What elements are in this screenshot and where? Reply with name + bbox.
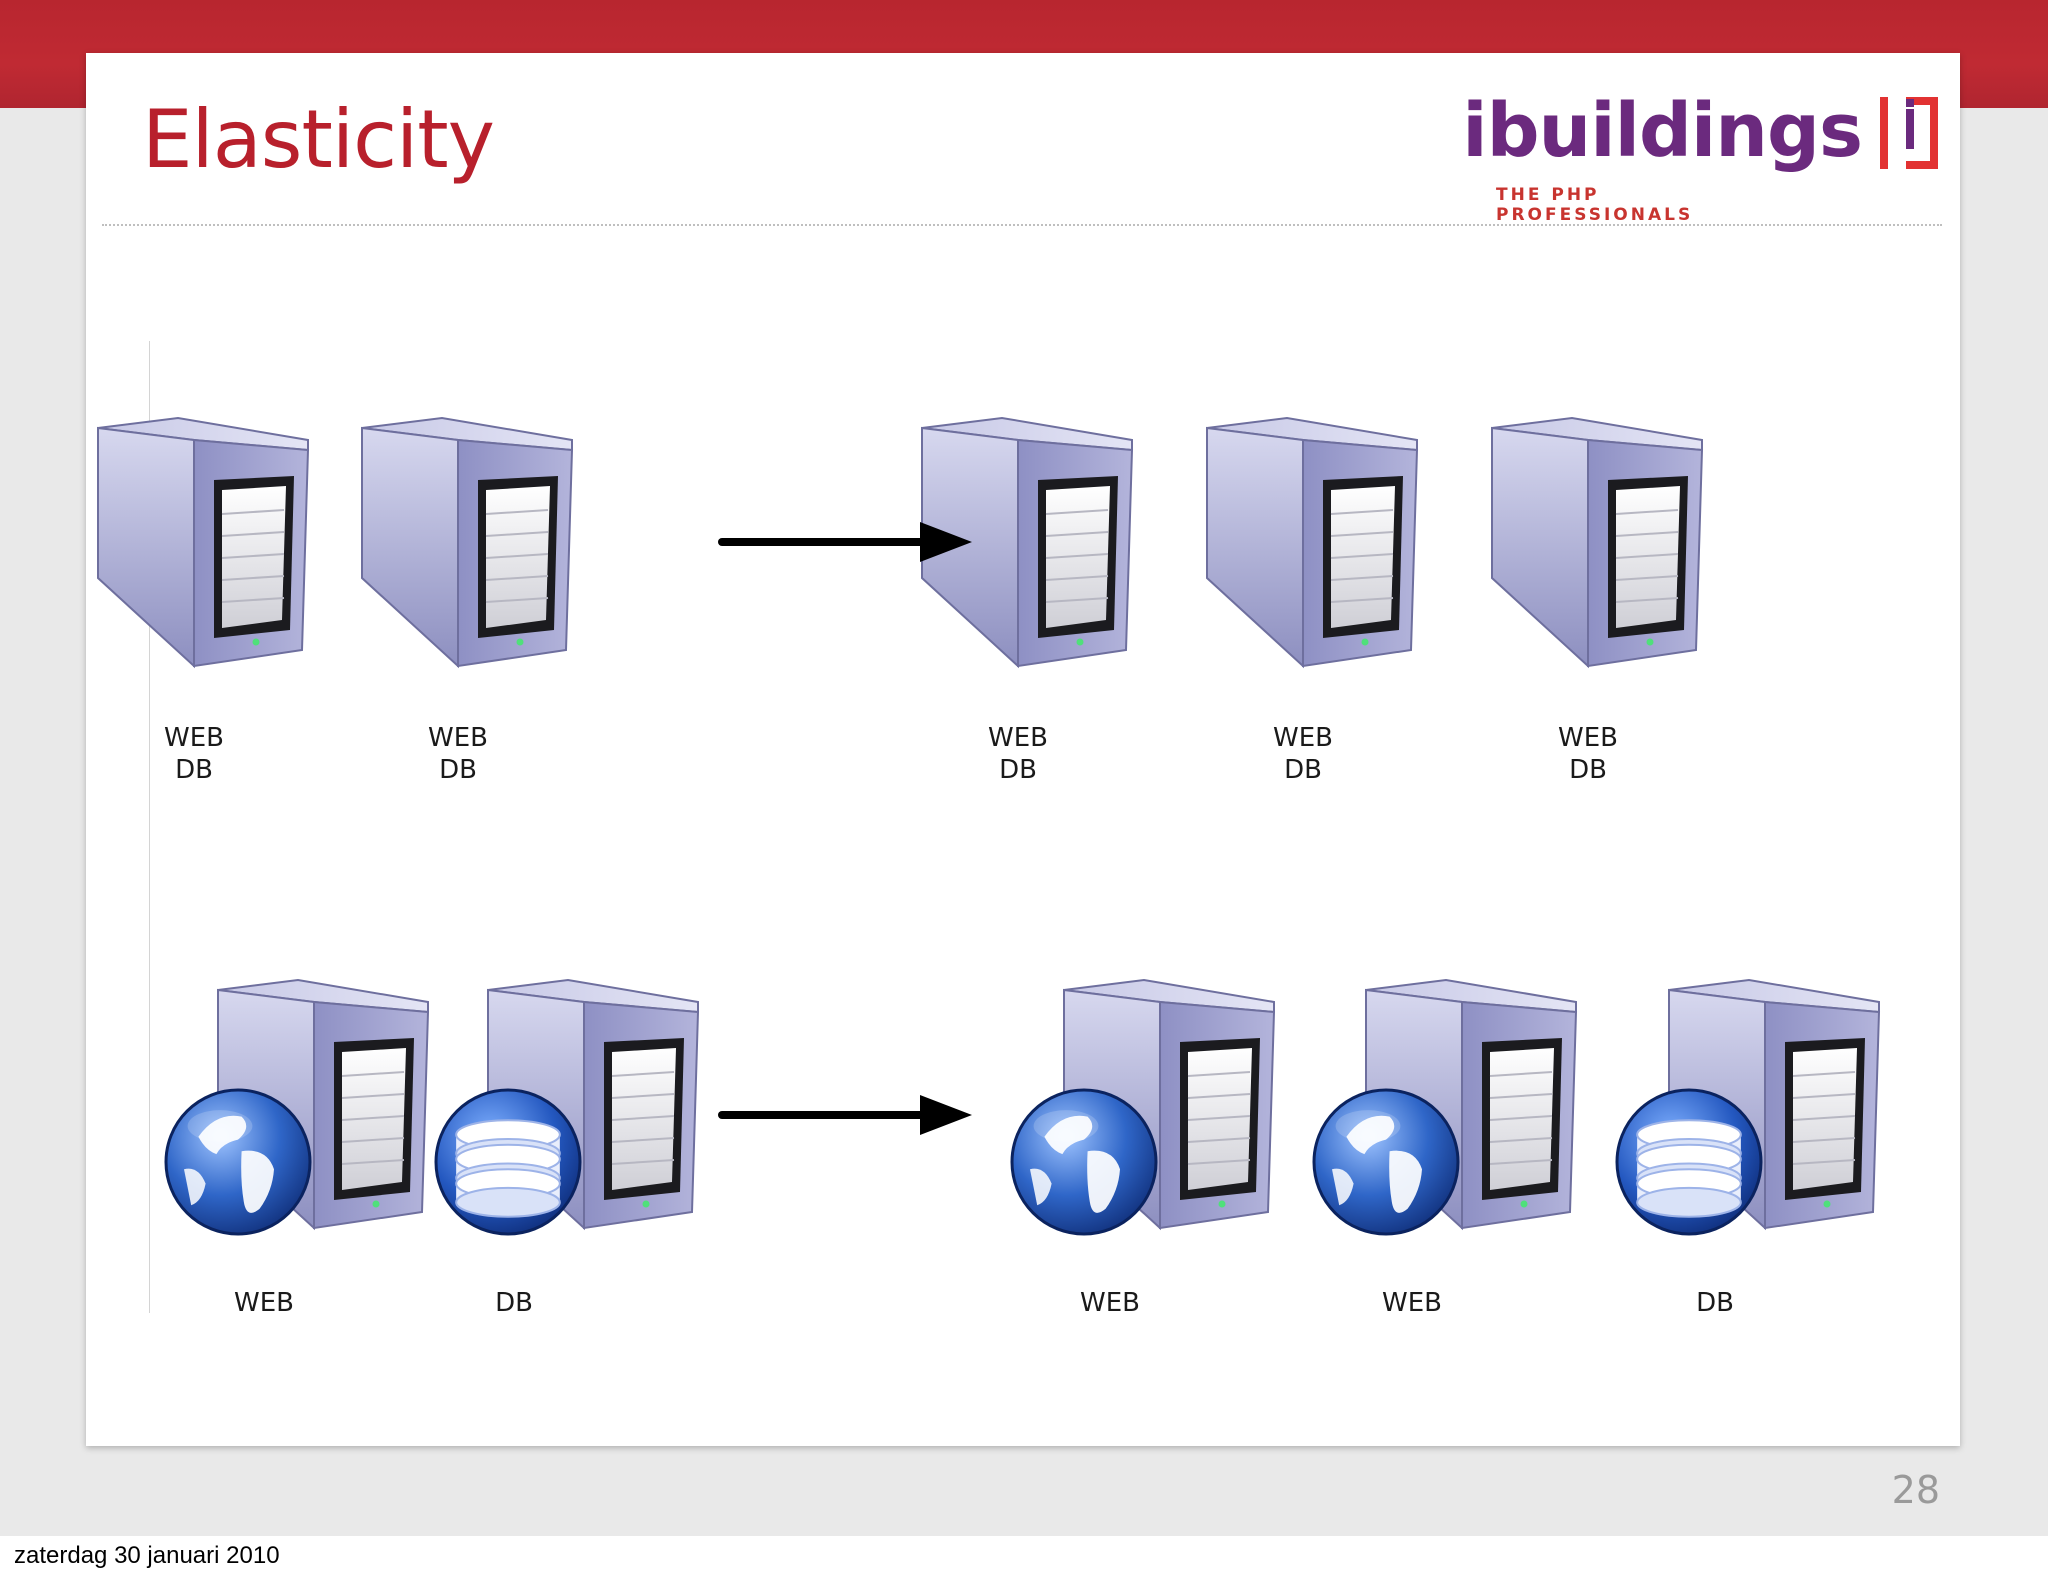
logo-tagline: THE PHP PROFESSIONALS <box>1496 185 1694 225</box>
server-label-line: WEB <box>988 723 1048 753</box>
server-label-line: DB <box>1569 755 1607 785</box>
server-label-line: WEB <box>234 1288 294 1318</box>
server-label-line: WEB <box>1273 723 1333 753</box>
server-label-line: WEB <box>1558 723 1618 753</box>
ibuildings-logo: ibuildings THE PHP PROFESSIONALS <box>1462 81 1946 241</box>
db-server-2-after-3: DB <box>1615 978 1881 1318</box>
server-label-line: DB <box>439 755 477 785</box>
web-server-2-before-1: WEB <box>164 978 430 1318</box>
server-label-line: DB <box>1696 1288 1734 1318</box>
web-server-2-after-2: WEB <box>1312 978 1578 1318</box>
header-divider <box>102 224 1942 226</box>
slide-background: Elasticity ibuildings THE PHP PROFESSION… <box>0 0 2048 1536</box>
server-label-line: WEB <box>1382 1288 1442 1318</box>
web-server-2-after-1: WEB <box>1010 978 1276 1318</box>
server-label-line: DB <box>999 755 1037 785</box>
server-label-line: WEB <box>164 723 224 753</box>
footer-date: zaterdag 30 januari 2010 <box>14 1542 280 1569</box>
db-server-2-before-2: DB <box>434 978 700 1318</box>
left-divider <box>149 341 150 1313</box>
server-label-line: WEB <box>1080 1288 1140 1318</box>
server-label-line: DB <box>1284 755 1322 785</box>
scale-arrow-row-2-head <box>920 1095 972 1135</box>
server-label-line: DB <box>495 1288 533 1318</box>
logo-wordmark: ibuildings <box>1462 88 1863 174</box>
scale-arrow-row-1-head <box>920 522 972 562</box>
slide-title: Elasticity <box>142 93 495 186</box>
server-label-line: DB <box>175 755 213 785</box>
server-label-line: WEB <box>428 723 488 753</box>
slide: Elasticity ibuildings THE PHP PROFESSION… <box>86 53 1960 1446</box>
logo-bracket-mark <box>1880 97 1938 169</box>
page-number: 28 <box>1891 1468 1940 1512</box>
